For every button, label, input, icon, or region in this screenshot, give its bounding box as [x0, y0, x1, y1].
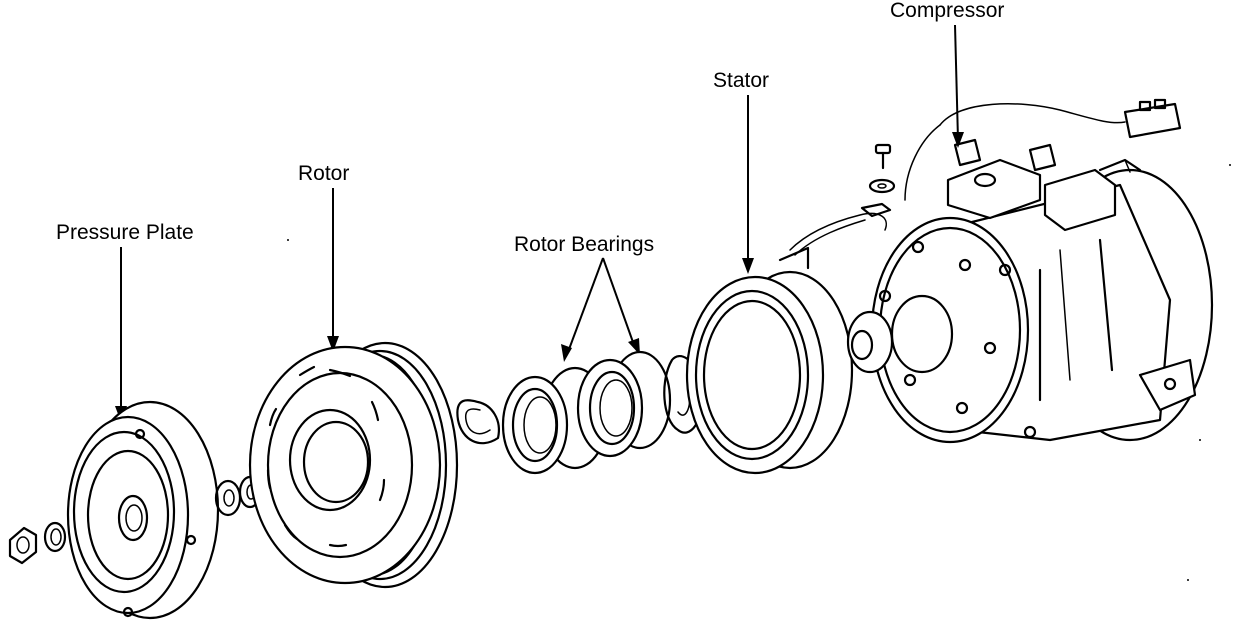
stator [685, 212, 887, 475]
rotor-leader-arrow [327, 336, 339, 352]
compressor [846, 168, 1214, 444]
ground-screw [860, 143, 896, 218]
pressure-plate [66, 400, 220, 620]
rotor-bearing-right [576, 350, 672, 458]
rotor-bearings-leader-right [602, 257, 635, 346]
rotor-bearings-leader-right-arrow [628, 338, 640, 355]
compressor-label: Compressor [890, 0, 1005, 22]
specks [287, 164, 1231, 581]
snap-ring [456, 399, 500, 445]
compressor-top-fittings [946, 138, 1142, 232]
compressor-leader-arrow [952, 132, 964, 148]
nut [8, 526, 38, 565]
connector-wire [904, 98, 1182, 201]
compressor-leader [954, 24, 959, 141]
nut-washer [43, 521, 67, 553]
rotor-bearings-leader-left-arrow [561, 344, 572, 362]
rotor [248, 341, 459, 589]
pressure-plate-label: Pressure Plate [56, 221, 194, 244]
rotor-label: Rotor [298, 162, 350, 185]
stator-label: Stator [713, 69, 770, 92]
stator-leader-arrow [742, 258, 754, 274]
rotor-bearings-leader-left [567, 257, 604, 353]
leader-lines [115, 24, 964, 422]
rotor-bearings-label: Rotor Bearings [514, 233, 655, 256]
